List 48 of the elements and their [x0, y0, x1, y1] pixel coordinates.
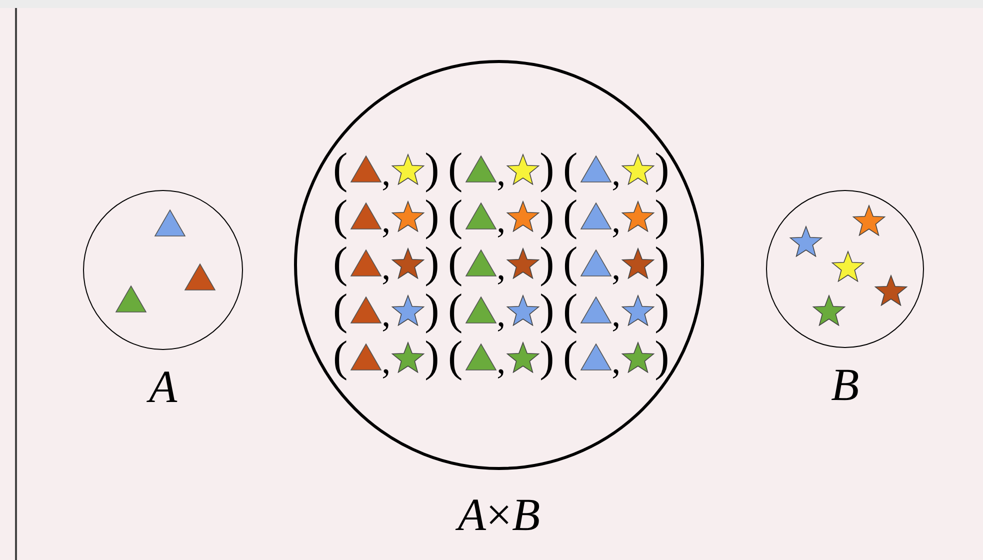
- parenthesis: (: [448, 288, 463, 332]
- parenthesis: (: [333, 241, 348, 285]
- comma: ,: [612, 155, 621, 191]
- comma: ,: [612, 296, 621, 332]
- parenthesis: ): [424, 241, 440, 285]
- comma: ,: [382, 296, 391, 332]
- parenthesis: ): [654, 335, 670, 379]
- parenthesis: (: [563, 335, 578, 379]
- comma: ,: [496, 249, 506, 285]
- set-label: A×B: [458, 492, 540, 538]
- parenthesis: ): [540, 194, 554, 238]
- comma: ,: [612, 343, 621, 379]
- comma: ,: [496, 343, 506, 379]
- parenthesis: ): [540, 288, 554, 332]
- parenthesis: ): [654, 288, 670, 332]
- parenthesis: (: [448, 194, 463, 238]
- parenthesis: ): [654, 241, 670, 285]
- set-label: A: [148, 364, 178, 410]
- parenthesis: (: [333, 288, 348, 332]
- parenthesis: ): [654, 147, 670, 191]
- comma: ,: [382, 202, 391, 238]
- parenthesis: ): [424, 147, 440, 191]
- parenthesis: (: [563, 147, 578, 191]
- comma: ,: [382, 155, 391, 191]
- parenthesis: ): [654, 194, 670, 238]
- comma: ,: [612, 202, 621, 238]
- parenthesis: (: [563, 194, 578, 238]
- parenthesis: ): [540, 147, 554, 191]
- parenthesis: (: [563, 241, 578, 285]
- parenthesis: (: [333, 194, 348, 238]
- parenthesis: ): [424, 194, 440, 238]
- comma: ,: [496, 296, 506, 332]
- parenthesis: ): [540, 241, 554, 285]
- comma: ,: [612, 249, 621, 285]
- parenthesis: ): [540, 335, 554, 379]
- set-label: B: [830, 362, 860, 408]
- parenthesis: (: [563, 288, 578, 332]
- comma: ,: [496, 202, 506, 238]
- parenthesis: (: [448, 147, 463, 191]
- parenthesis: (: [448, 241, 463, 285]
- parenthesis: (: [448, 335, 463, 379]
- comma: ,: [382, 249, 391, 285]
- comma: ,: [496, 155, 506, 191]
- parenthesis: ): [424, 288, 440, 332]
- parenthesis: (: [333, 147, 348, 191]
- parenthesis: ): [424, 335, 440, 379]
- parenthesis: (: [333, 335, 348, 379]
- comma: ,: [382, 343, 391, 379]
